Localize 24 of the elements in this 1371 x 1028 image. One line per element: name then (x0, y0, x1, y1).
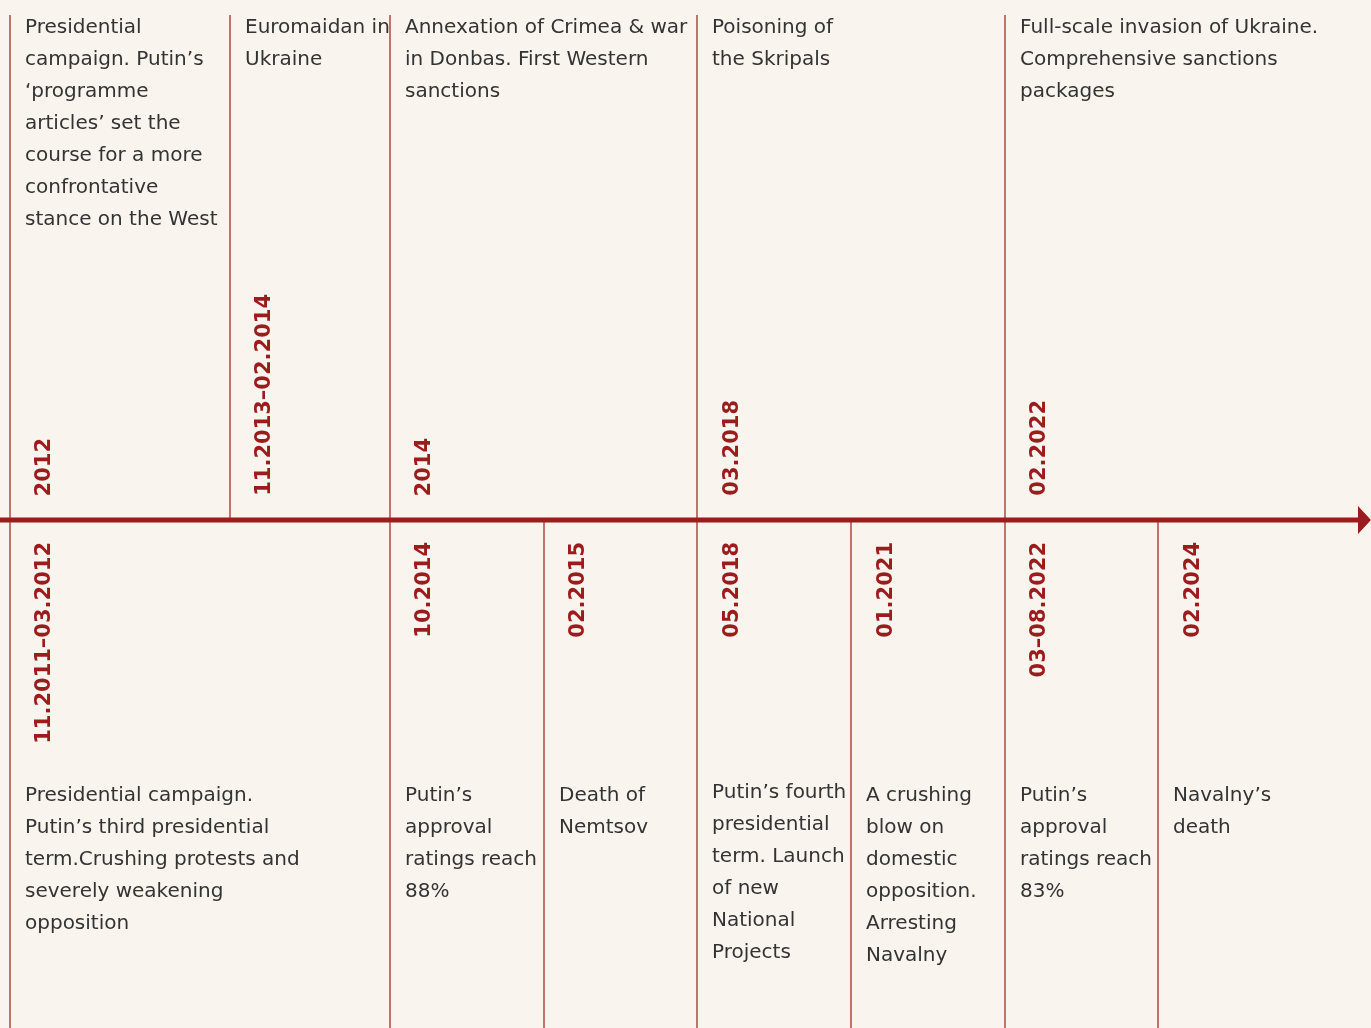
event-description: Euromaidan in Ukraine (245, 13, 390, 72)
event-description: Putin’s approval ratings reach 83% (1020, 781, 1154, 904)
event-date: 03–08.2022 (1025, 542, 1051, 678)
event-date: 02.2015 (564, 542, 590, 638)
event-description: Navalny’s death (1173, 781, 1273, 840)
event-date: 01.2021 (872, 542, 898, 638)
event-description: Putin’s approval ratings reach 88% (405, 781, 539, 904)
event-description: Putin’s fourth presidential term. Launch of new National Projects (712, 778, 848, 965)
event-date: 10.2014 (410, 542, 436, 638)
event-description: Full-scale invasion of Ukraine. Comprehensive sanctions packages (1020, 13, 1320, 104)
event-description: A crushing blow on domestic opposition. Arresting Navalny (866, 781, 978, 968)
event-date: 05.2018 (718, 542, 744, 638)
event-description: Presidential campaign. Putin’s third presidential term.Crushing protests and severely weakening opposition (25, 781, 301, 936)
event-description: Presidential campaign. Putin’s ‘programme articles’ set the course for a more confrontative stance on the West (25, 13, 219, 232)
event-date: 02.2022 (1025, 400, 1051, 496)
event-date: 2014 (410, 437, 436, 496)
event-description: Death of Nemtsov (559, 781, 650, 840)
event-description: Annexation of Crimea & war in Donbas. First Western sanctions (405, 13, 689, 104)
event-date: 02.2024 (1179, 542, 1205, 638)
event-date: 2012 (30, 437, 56, 496)
event-date: 11.2013–02.2014 (250, 294, 276, 496)
event-date: 03.2018 (718, 400, 744, 496)
event-description: Poisoning of the Skripals (712, 13, 835, 72)
event-date: 11.2011–03.2012 (30, 542, 56, 744)
